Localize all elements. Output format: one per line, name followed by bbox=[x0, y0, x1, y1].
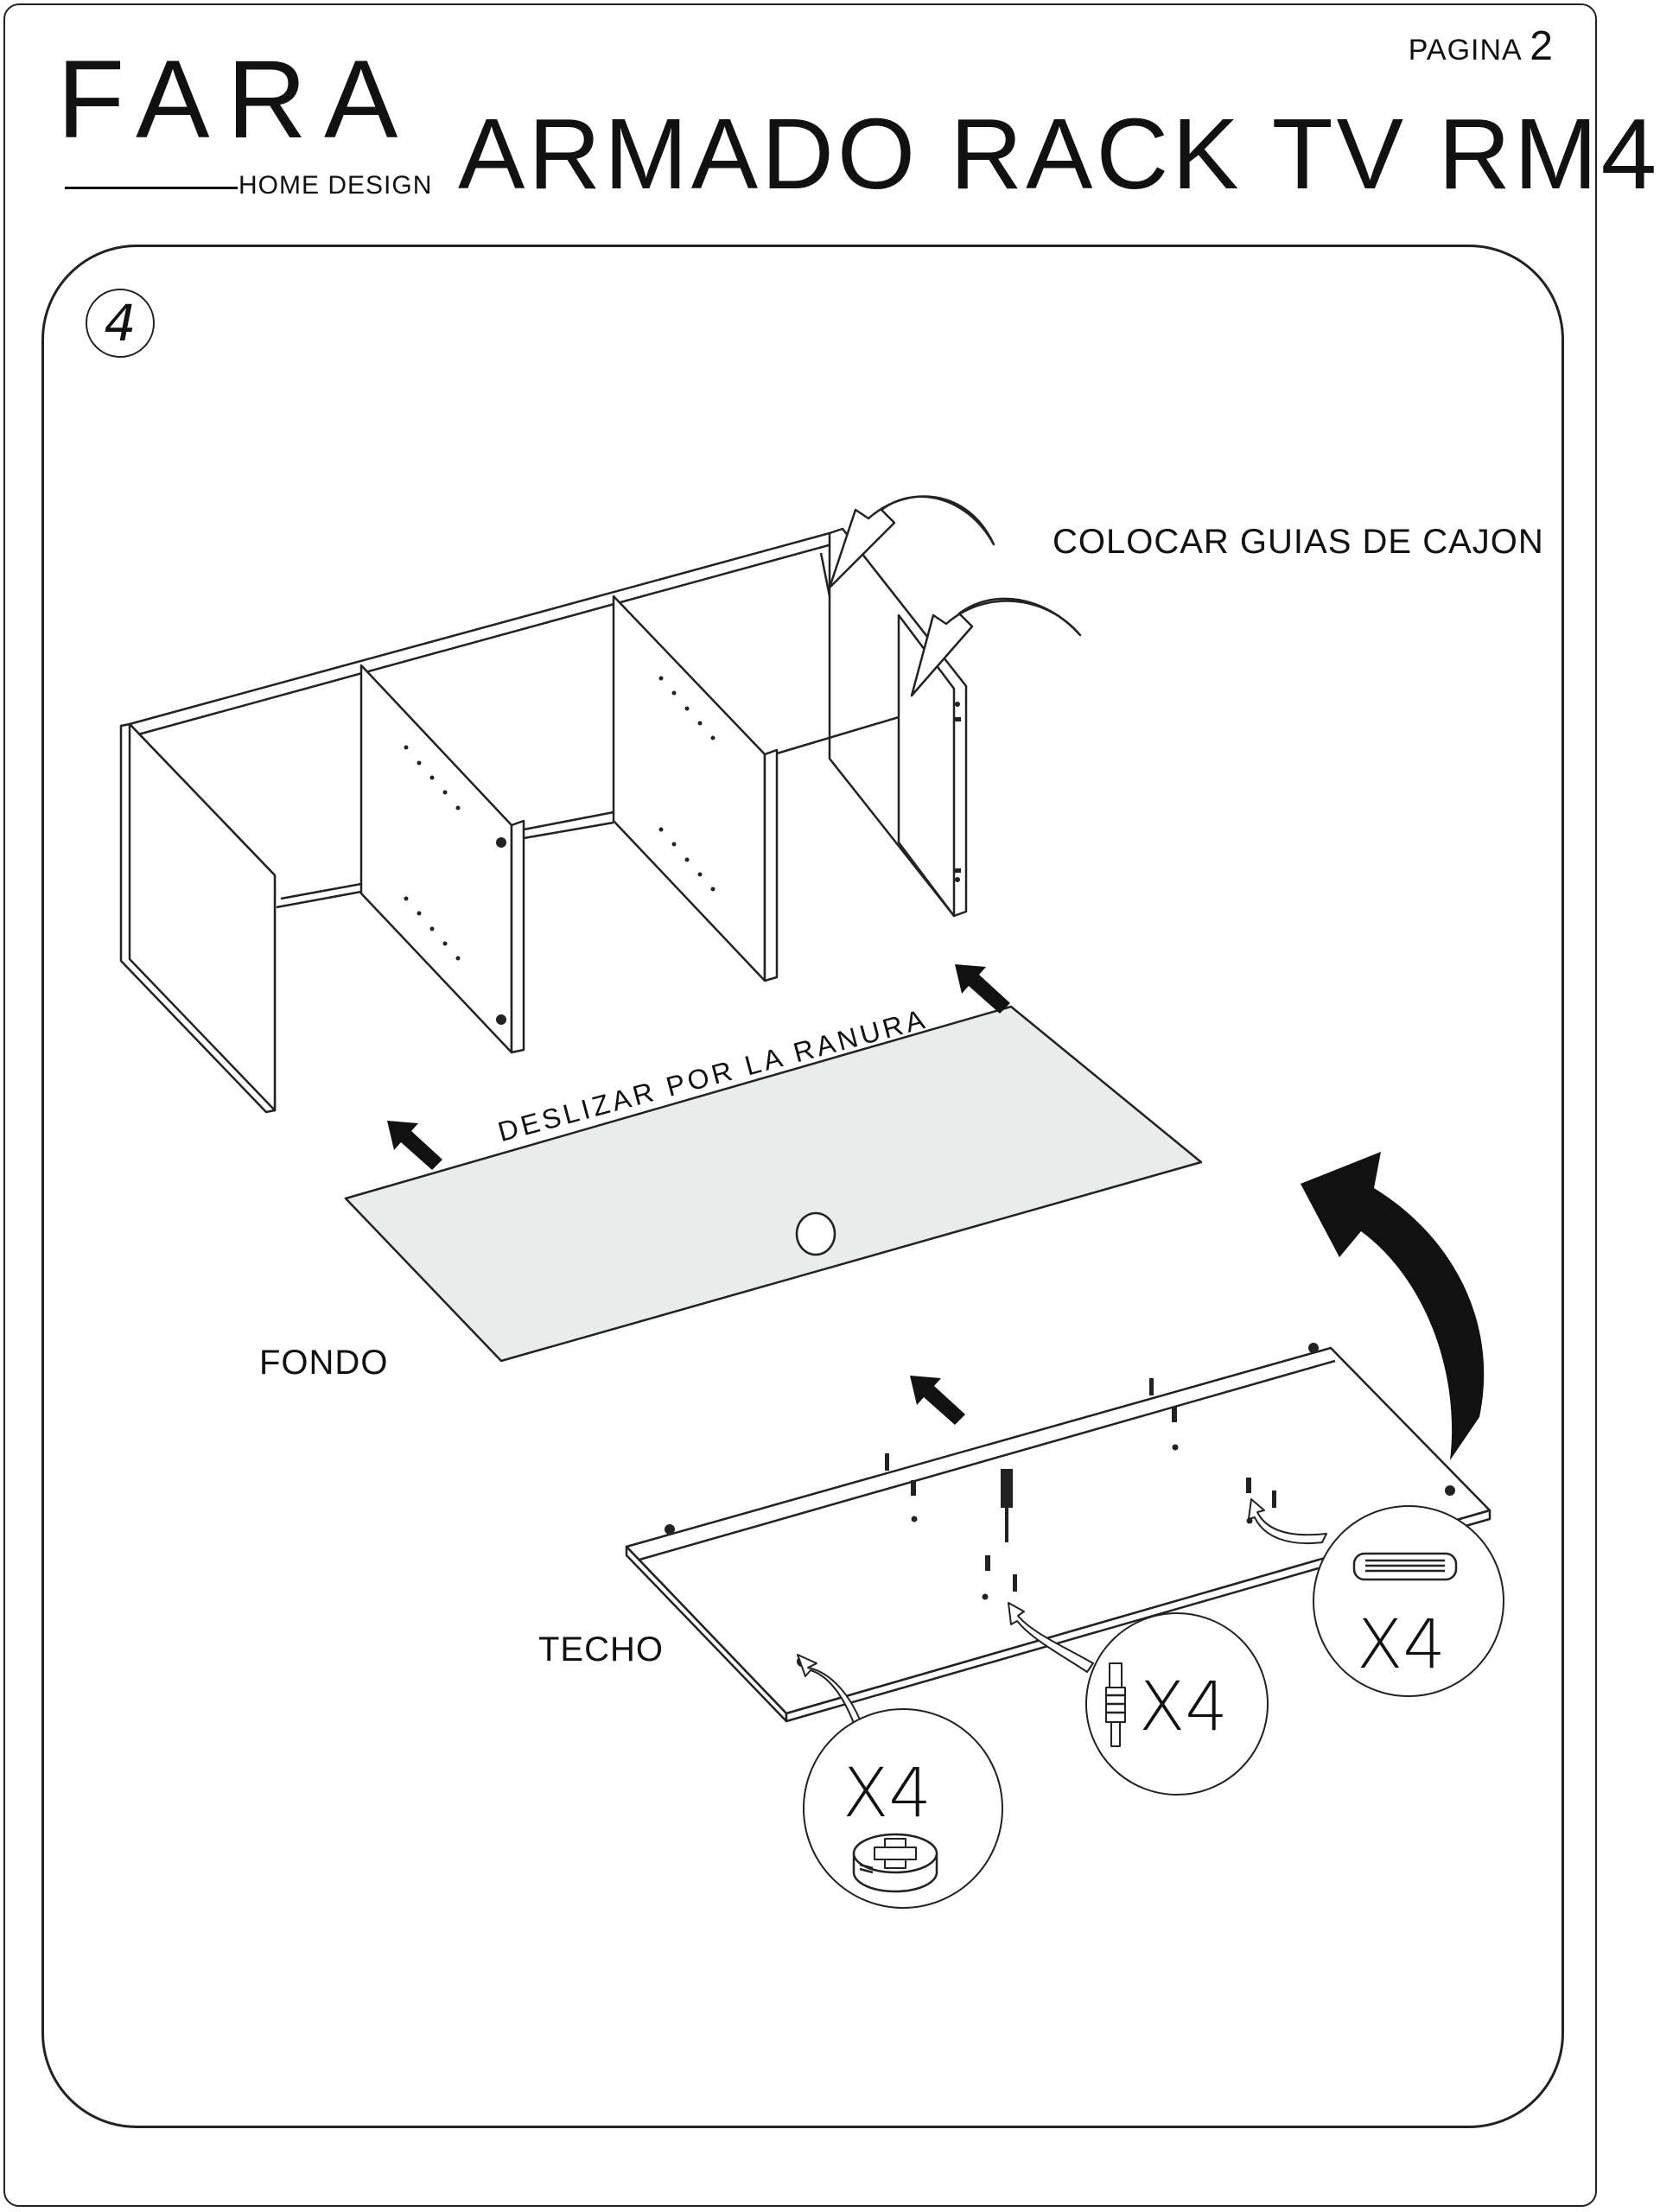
page-label: PAGINA bbox=[1408, 34, 1521, 67]
document-title: ARMADO RACK TV RM4 bbox=[458, 98, 1660, 210]
page-number-value: 2 bbox=[1530, 23, 1554, 69]
shelf-pin-holes bbox=[404, 676, 961, 1025]
qty-dowel: X4 bbox=[1357, 1606, 1446, 1684]
qty-bolt: X4 bbox=[1139, 1669, 1228, 1746]
back-panel-fondo bbox=[344, 1005, 1203, 1363]
cam-bolt-icon bbox=[1105, 1662, 1126, 1747]
curved-arrow-guias-1 bbox=[828, 495, 995, 589]
label-back-panel: FONDO bbox=[259, 1344, 389, 1382]
callout-circle-bolt bbox=[1085, 1612, 1269, 1796]
callout-arrow-dowel bbox=[1248, 1498, 1327, 1545]
big-curved-arrow bbox=[1301, 1152, 1485, 1460]
cable-hole bbox=[795, 1211, 836, 1256]
page-border bbox=[3, 3, 1597, 2207]
page-number: PAGINA 2 bbox=[1409, 22, 1554, 70]
brand-subtitle: HOME DESIGN bbox=[239, 171, 433, 200]
callout-arrow-bolt bbox=[1008, 1602, 1094, 1673]
assembly-diagram: X4 X4 X4 bbox=[119, 495, 1504, 1909]
label-drawer-guides: COLOCAR GUIAS DE CAJON bbox=[1053, 523, 1544, 561]
curved-arrow-guias-2 bbox=[910, 597, 1082, 697]
arrow-up-left-2 bbox=[955, 964, 1010, 1014]
cabinet-carcass bbox=[119, 527, 968, 1114]
brand-underline bbox=[65, 187, 238, 189]
direction-arrows bbox=[387, 964, 1010, 1425]
brand-logo: FARA bbox=[57, 38, 416, 162]
arrow-up-left-3 bbox=[910, 1376, 965, 1425]
arrow-up-left-1 bbox=[387, 1121, 442, 1170]
qty-cam: X4 bbox=[843, 1755, 932, 1833]
wood-dowel-icon bbox=[1352, 1552, 1458, 1581]
label-top-panel: TECHO bbox=[538, 1630, 664, 1669]
eccentric-cam-icon bbox=[852, 1833, 938, 1893]
top-panel-techo bbox=[625, 1346, 1491, 1723]
instruction-panel bbox=[41, 245, 1564, 2128]
step-number-badge: 4 bbox=[86, 289, 155, 358]
